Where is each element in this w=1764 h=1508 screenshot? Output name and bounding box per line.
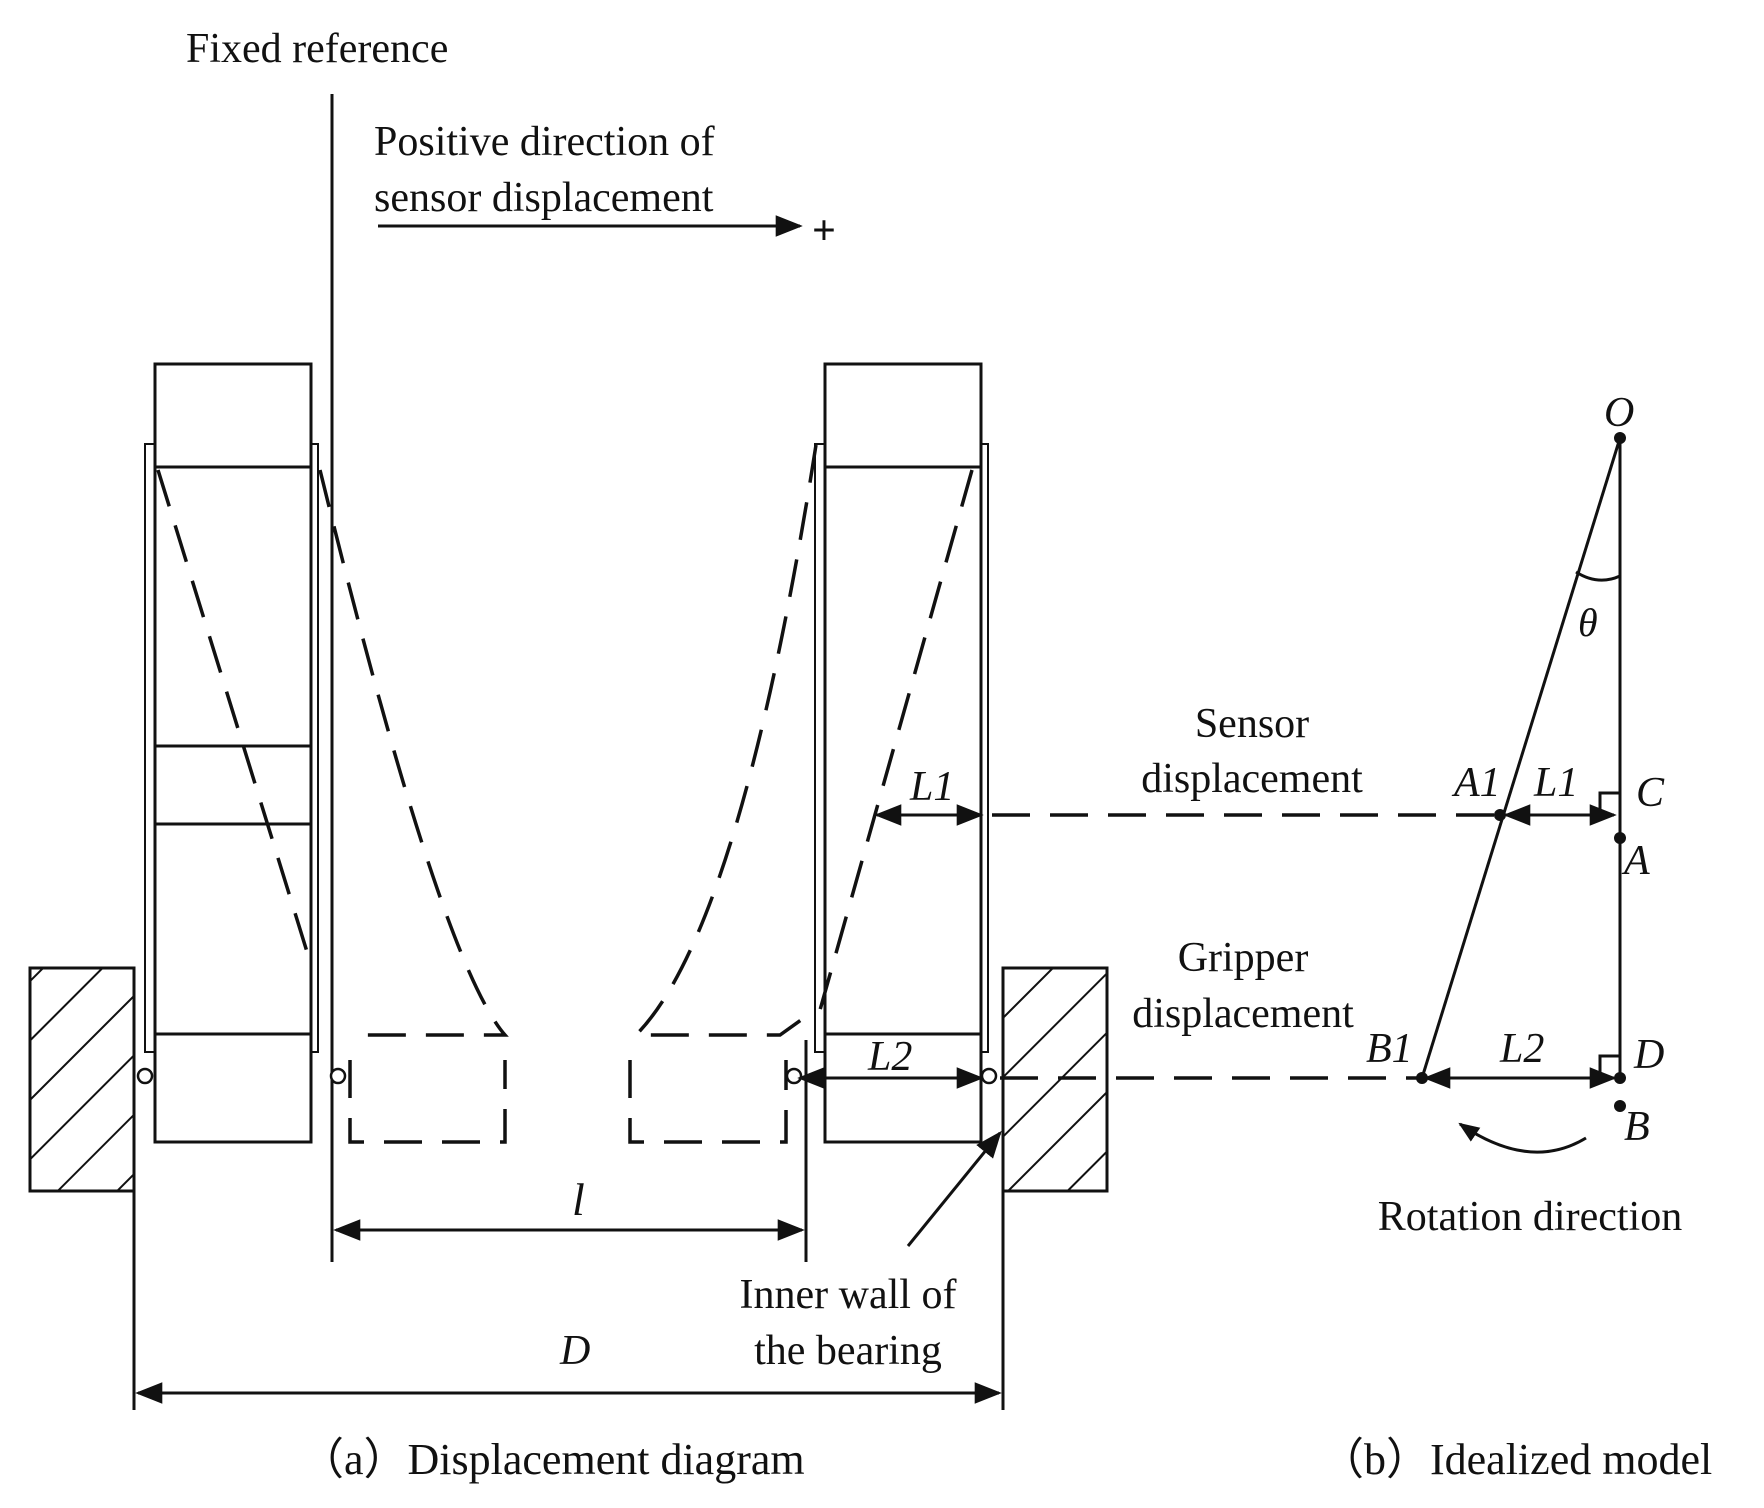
right-dashed-curve-outer bbox=[818, 469, 974, 1011]
positive-direction-label-1: Positive direction of bbox=[374, 119, 715, 165]
symbol-D: D bbox=[559, 1328, 590, 1374]
gripper-disp-label-1: Gripper bbox=[1178, 935, 1309, 981]
left-dashed-curve-inner bbox=[318, 469, 509, 1037]
symbol-L2-left: L2 bbox=[867, 1034, 912, 1080]
symbol-L1-left: L1 bbox=[909, 764, 954, 810]
symbol-L2-right: L2 bbox=[1499, 1026, 1544, 1072]
point-B1: B1 bbox=[1366, 1026, 1413, 1072]
left-gripper bbox=[136, 362, 347, 1144]
point-O: O bbox=[1604, 390, 1634, 436]
fixed-reference-label: Fixed reference bbox=[186, 26, 448, 72]
sensor-disp-label-1: Sensor bbox=[1195, 701, 1309, 747]
plus-sign: + bbox=[812, 208, 836, 254]
symbol-L1-right: L1 bbox=[1533, 760, 1578, 806]
gripper-disp-label-2: displacement bbox=[1132, 991, 1354, 1037]
right-dashed-curve-inner bbox=[631, 444, 818, 1037]
right-gripper bbox=[785, 362, 998, 1144]
caption-a: （a）Displacement diagram bbox=[300, 1435, 805, 1484]
point-B: B bbox=[1624, 1104, 1650, 1150]
idealized-model bbox=[1416, 432, 1626, 1154]
symbol-theta: θ bbox=[1578, 600, 1598, 645]
left-dashed-curve-outer bbox=[156, 469, 310, 956]
point-A1: A1 bbox=[1451, 760, 1501, 806]
left-dashed-gripper-box bbox=[348, 1060, 507, 1144]
point-C: C bbox=[1636, 770, 1665, 816]
bearing-block-left bbox=[28, 966, 136, 1193]
caption-b: （b）Idealized model bbox=[1320, 1435, 1712, 1484]
right-dashed-gripper-box bbox=[628, 1060, 788, 1144]
sensor-disp-label-2: displacement bbox=[1141, 756, 1363, 802]
point-A: A bbox=[1621, 838, 1650, 884]
symbol-l: l bbox=[572, 1174, 585, 1225]
rotation-direction-label: Rotation direction bbox=[1378, 1194, 1682, 1240]
inner-wall-label-2: the bearing bbox=[754, 1328, 942, 1374]
inner-wall-pointer bbox=[906, 1130, 1002, 1247]
point-D: D bbox=[1633, 1032, 1664, 1078]
inner-wall-label-1: Inner wall of bbox=[740, 1272, 957, 1318]
positive-direction-label-2: sensor displacement bbox=[374, 175, 714, 221]
